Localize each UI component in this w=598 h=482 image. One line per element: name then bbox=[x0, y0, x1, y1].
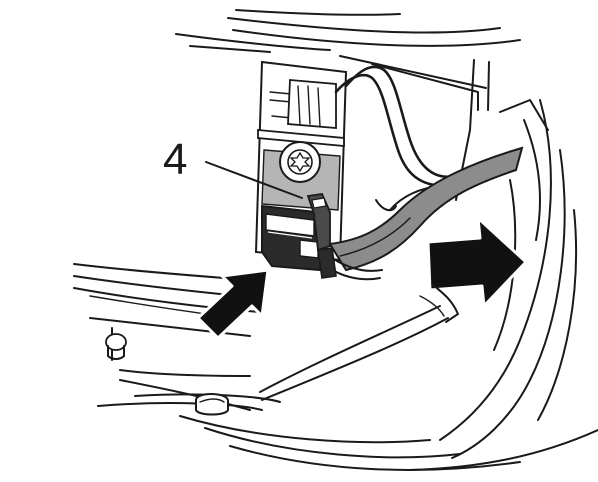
door-trim-edge bbox=[419, 283, 459, 323]
trim-clip bbox=[195, 393, 229, 416]
electrical-connector bbox=[261, 193, 337, 279]
callout-leader-line bbox=[205, 161, 303, 199]
callout-4: 4 bbox=[163, 135, 303, 199]
callout-number: 4 bbox=[163, 135, 187, 184]
press-arrow-icon bbox=[196, 268, 270, 340]
torx-bolt-icon bbox=[279, 141, 321, 183]
wiring-harness bbox=[334, 65, 458, 212]
screw-head-icon bbox=[105, 333, 127, 360]
